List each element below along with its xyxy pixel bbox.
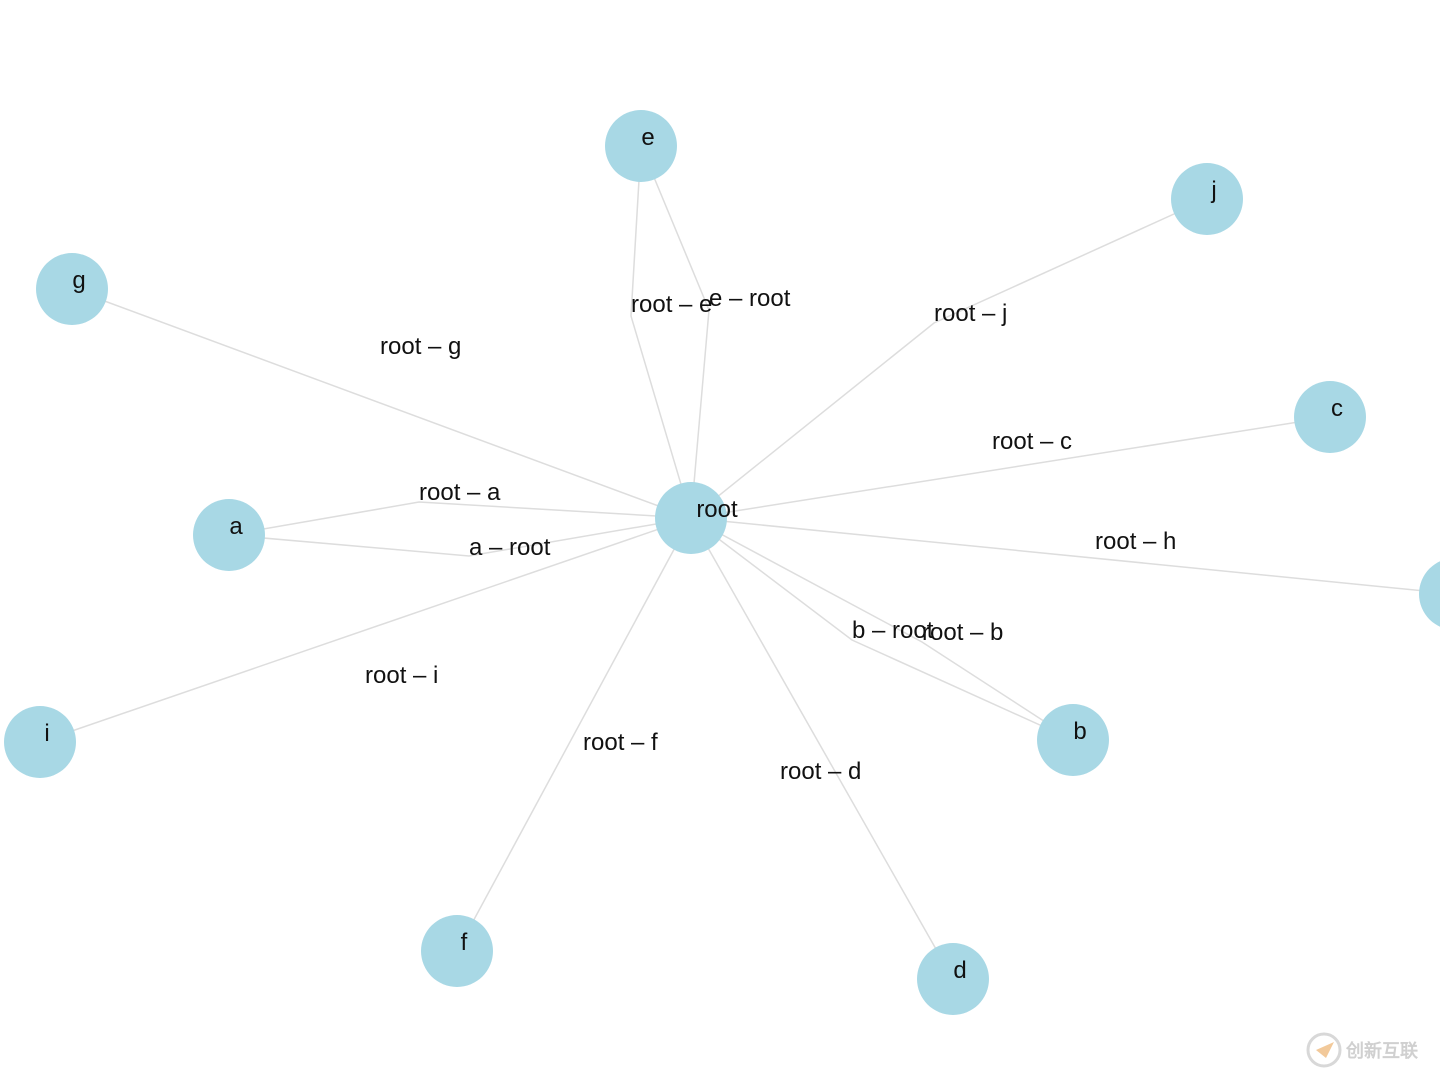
edge-labels-layer: root – ee – root root – j root – g root – c… [365,285,1176,785]
node-c[interactable]: c [1294,381,1366,453]
edge-e-root [640,145,710,519]
node-circle[interactable] [4,706,76,778]
edges-layer [39,145,1440,980]
node-e[interactable]: e [605,110,677,182]
edge-root-g [71,288,692,519]
node-label: c [1331,395,1343,422]
node-label: g [72,267,85,294]
edge-label: root – f [583,729,658,756]
edge-label: root – e [631,291,712,318]
node-circle[interactable] [655,482,727,554]
edge-root-e [630,145,692,519]
watermark-logo-mark [1316,1042,1334,1058]
edge-root-h [690,517,1440,594]
node-d[interactable]: d [917,943,989,1015]
node-f[interactable]: f [421,915,493,987]
node-h[interactable] [1419,558,1440,630]
node-circle[interactable] [1419,558,1440,630]
edge-label: root – a [419,479,501,506]
edge-label: root – g [380,333,461,360]
node-label: root [696,496,738,523]
node-circle[interactable] [421,915,493,987]
edge-root-d [690,517,954,980]
edge-label: root – d [780,758,861,785]
edge-label: a – root [469,534,551,561]
edge-root-b [690,517,1074,741]
node-j[interactable]: j [1171,163,1243,235]
edge-root-j [690,198,1208,519]
edge-b-root [690,517,1074,741]
node-label: e [641,124,654,151]
node-circle[interactable] [1294,381,1366,453]
node-i[interactable]: i [4,706,76,778]
node-circle[interactable] [605,110,677,182]
node-label: i [44,720,49,747]
edge-label: root – i [365,662,438,689]
node-label: f [461,929,468,956]
node-g[interactable]: g [36,253,108,325]
node-circle[interactable] [193,499,265,571]
edge-root-i [39,517,692,743]
watermark: 创新互联 [1306,1032,1418,1068]
edge-label: e – root [709,285,791,312]
nodes-layer: root e j g c a i b f d [4,110,1440,1015]
edge-label: root – j [934,300,1007,327]
node-label: b [1073,718,1086,745]
node-label: j [1210,177,1216,204]
edge-root-a [228,501,692,536]
watermark-text: 创新互联 [1345,1040,1418,1062]
node-circle[interactable] [1171,163,1243,235]
edge-label: root – h [1095,528,1176,555]
node-b[interactable]: b [1037,704,1109,776]
edge-root-c [690,416,1331,519]
node-circle[interactable] [36,253,108,325]
node-label: d [953,957,966,984]
node-root[interactable]: root [655,482,738,554]
node-a[interactable]: a [193,499,265,571]
node-circle[interactable] [1037,704,1109,776]
node-circle[interactable] [917,943,989,1015]
edge-label: root – c [992,428,1072,455]
watermark-logo-icon [1306,1032,1342,1068]
node-label: a [229,513,243,540]
edge-a-root [228,517,692,557]
edge-label: b – root [852,617,934,644]
edge-root-f [456,517,692,952]
edge-label: root – b [922,619,1003,646]
